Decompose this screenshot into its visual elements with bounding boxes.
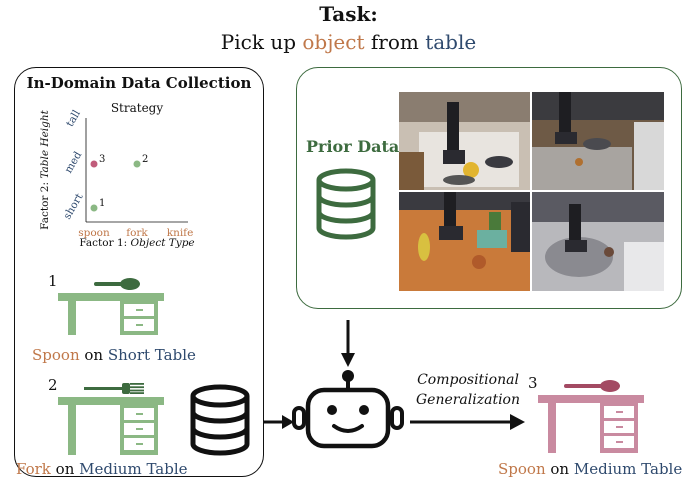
robot-icon — [292, 370, 404, 449]
robot-kitchen-photo-2 — [532, 92, 664, 190]
prior-database-icon — [316, 168, 376, 240]
task-title: Task: — [319, 2, 378, 26]
example-2-table: Medium Table — [79, 460, 188, 478]
robot-kitchen-photo-3 — [399, 192, 530, 291]
x-tick-label-fork: fork — [126, 227, 148, 239]
compositional-generalization-label: Compositional Generalization — [408, 370, 528, 410]
in-domain-panel — [14, 67, 264, 477]
x-tick-label-spoon: spoon — [78, 227, 110, 239]
medium-table-spoon-icon — [538, 380, 644, 453]
prior-data-photo-grid — [399, 92, 664, 291]
y-tick-label-tall: tall — [64, 108, 83, 129]
arrow-right-icon — [264, 415, 294, 429]
example-1-number: 1 — [48, 272, 58, 290]
chart-point-label-3: 3 — [99, 154, 105, 165]
chart-point-label-1: 1 — [99, 198, 105, 209]
example-1-table: Short Table — [107, 346, 196, 364]
chart-point-3 — [90, 160, 98, 168]
task-description: Pick up object from table — [0, 30, 697, 54]
y-tick-labels: short med tall — [61, 108, 86, 222]
chart-point-label-2: 2 — [142, 154, 148, 165]
example-2-number: 2 — [48, 376, 58, 394]
arrow-label-line1: Compositional — [417, 372, 519, 388]
chart-point-2 — [133, 160, 141, 168]
task-connector: from — [370, 30, 419, 54]
x-tick-label-knife: knife — [167, 227, 194, 239]
x-tick-labels: spoon fork knife — [78, 227, 193, 239]
short-table-spoon-icon — [58, 278, 164, 335]
output-object: Spoon — [498, 460, 546, 478]
task-object-word: object — [302, 30, 365, 54]
output-number: 3 — [528, 374, 538, 392]
example-2-caption: Fork on Medium Table — [16, 460, 188, 478]
example-1-on: on — [84, 346, 104, 364]
prior-data-label: Prior Data — [306, 137, 400, 156]
chart-title: Strategy — [111, 101, 164, 115]
robot-kitchen-photo-1 — [399, 92, 530, 190]
example-2-on: on — [55, 460, 75, 478]
y-axis-label: Factor 2: Table Height — [39, 109, 51, 229]
example-2-object: Fork — [16, 460, 51, 478]
example-1-object: Spoon — [32, 346, 80, 364]
y-tick-label-med: med — [62, 149, 84, 175]
output-table: Medium Table — [573, 460, 683, 478]
x-axis-label: Factor 1: Object Type — [79, 237, 194, 249]
database-icon — [190, 384, 250, 456]
example-1-caption: Spoon on Short Table — [32, 346, 196, 364]
robot-kitchen-photo-4 — [532, 192, 664, 291]
y-tick-label-short: short — [61, 191, 86, 222]
chart-point-1 — [90, 204, 98, 212]
task-prefix: Pick up — [220, 30, 297, 54]
prior-data-panel — [296, 67, 682, 309]
generalization-arrow-icon — [410, 414, 525, 430]
chart-points: 1 2 3 — [90, 154, 148, 212]
arrow-label-line2: Generalization — [415, 392, 521, 408]
output-on: on — [550, 460, 570, 478]
medium-table-fork-icon — [58, 383, 164, 455]
arrow-down-icon — [341, 320, 355, 367]
output-caption: Spoon on Medium Table — [498, 460, 682, 478]
task-table-word: table — [425, 30, 477, 54]
strategy-chart: Strategy spoon fork knife short med tall 1 2 3… — [39, 101, 195, 249]
in-domain-title: In-Domain Data Collection — [26, 74, 252, 92]
